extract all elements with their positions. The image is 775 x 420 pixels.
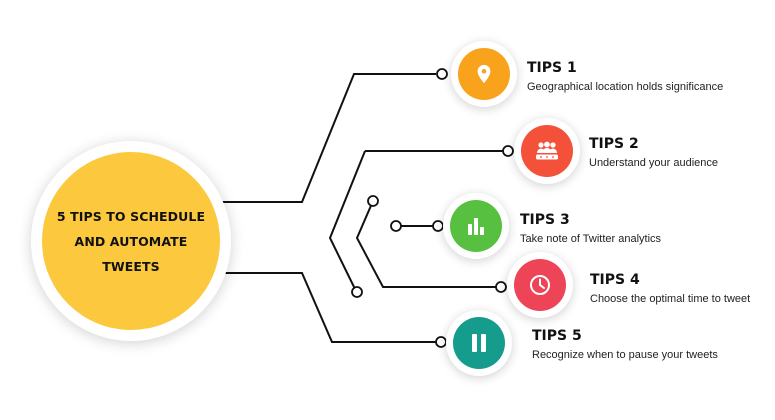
tip-3-color (450, 200, 502, 252)
tip-4-description: Choose the optimal time to tweet (590, 293, 751, 305)
tip-1-description: Geographical location holds significance (527, 81, 724, 93)
tip-2-description: Understand your audience (589, 157, 719, 169)
tip-1-circle (451, 41, 517, 107)
tip-2-title: TIPS 2 (589, 136, 639, 152)
tip-5-text: TIPS 5 Recognize when to pause your twee… (532, 328, 718, 361)
tip-2-circle (514, 118, 580, 184)
tip-2-color (521, 125, 573, 177)
location-pin-icon (477, 64, 491, 84)
node-dot (351, 286, 363, 298)
tip-1-text: TIPS 1 Geographical location holds signi… (527, 60, 723, 93)
tip-3-text: TIPS 3 Take note of Twitter analytics (520, 212, 661, 245)
connector-tip-2-branch (328, 150, 366, 292)
node-dot (502, 145, 514, 157)
tip-4-title: TIPS 4 (590, 272, 640, 288)
bar-chart-icon (468, 218, 484, 235)
tip-2-text: TIPS 2 Understand your audience (589, 136, 718, 169)
node-dot (436, 68, 448, 80)
tip-5-title: TIPS 5 (532, 328, 582, 344)
connector-tip-4 (355, 200, 496, 288)
clock-icon (530, 275, 550, 295)
tip-3-title: TIPS 3 (520, 212, 570, 228)
tip-4-circle (507, 252, 573, 318)
node-dot (495, 281, 507, 293)
tip-5-description: Recognize when to pause your tweets (532, 349, 718, 361)
central-topic-title: 5 TIPS TO SCHEDULE AND AUTOMATE TWEETS (56, 208, 206, 274)
tip-4-text: TIPS 4 Choose the optimal time to tweet (590, 272, 750, 305)
audience-icon (536, 141, 558, 160)
tip-1-color (458, 48, 510, 100)
central-topic-fill: 5 TIPS TO SCHEDULE AND AUTOMATE TWEETS (42, 152, 220, 330)
node-dot (390, 220, 402, 232)
tip-4-color (514, 259, 566, 311)
connector-tip-5 (222, 272, 436, 343)
tip-5-circle (446, 310, 512, 376)
tip-3-description: Take note of Twitter analytics (520, 233, 662, 245)
tip-3-circle (443, 193, 509, 259)
connector-tip-1 (222, 73, 436, 203)
tip-5-color (453, 317, 505, 369)
pause-icon (472, 334, 486, 352)
node-dot (435, 336, 447, 348)
tip-1-title: TIPS 1 (527, 60, 577, 76)
central-topic-circle: 5 TIPS TO SCHEDULE AND AUTOMATE TWEETS (31, 141, 231, 341)
node-dot (432, 220, 444, 232)
node-dot (367, 195, 379, 207)
